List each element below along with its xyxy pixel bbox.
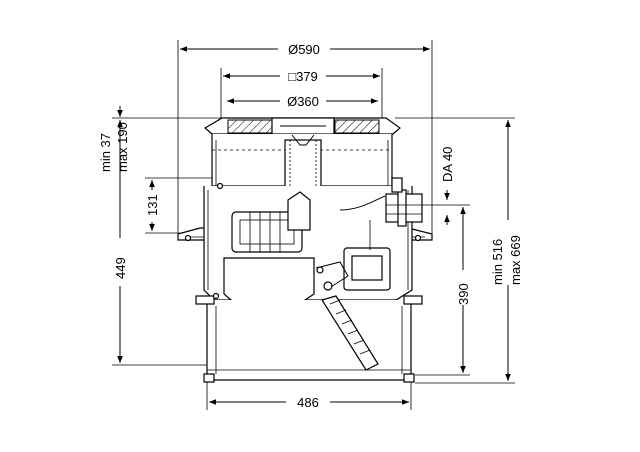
label-outlet-height: 390 xyxy=(456,283,471,305)
dim-height-adjust: min 37 max 190 xyxy=(98,106,225,172)
label-frame-square: □379 xyxy=(288,69,318,84)
label-outlet-size: DA 40 xyxy=(440,147,455,182)
label-inner-diameter: Ø360 xyxy=(287,94,319,109)
label-upper-height: 131 xyxy=(145,194,160,216)
dim-outlet-size: DA 40 xyxy=(440,147,455,225)
dim-overall-height: min 516 max 669 xyxy=(395,117,523,384)
lifting-station-body xyxy=(177,117,433,383)
dim-frame-square: □379 xyxy=(220,68,383,120)
dim-outer-diameter: Ø590 xyxy=(177,40,433,235)
label-base-width: 486 xyxy=(297,395,319,410)
dim-upper-height: 131 xyxy=(145,177,215,234)
label-outer-diameter: Ø590 xyxy=(288,42,320,57)
label-height-min: min 37 xyxy=(98,133,113,172)
dim-outlet-height: 390 xyxy=(415,204,471,376)
dim-inner-diameter: Ø360 xyxy=(227,94,378,109)
label-overall-max: max 669 xyxy=(508,235,523,285)
dim-base-width: 486 xyxy=(206,378,412,410)
label-overall-min: min 516 xyxy=(490,239,505,285)
dim-total-height: 449 xyxy=(112,120,210,366)
label-height-max: max 190 xyxy=(115,122,130,172)
label-total-height: 449 xyxy=(113,257,128,279)
